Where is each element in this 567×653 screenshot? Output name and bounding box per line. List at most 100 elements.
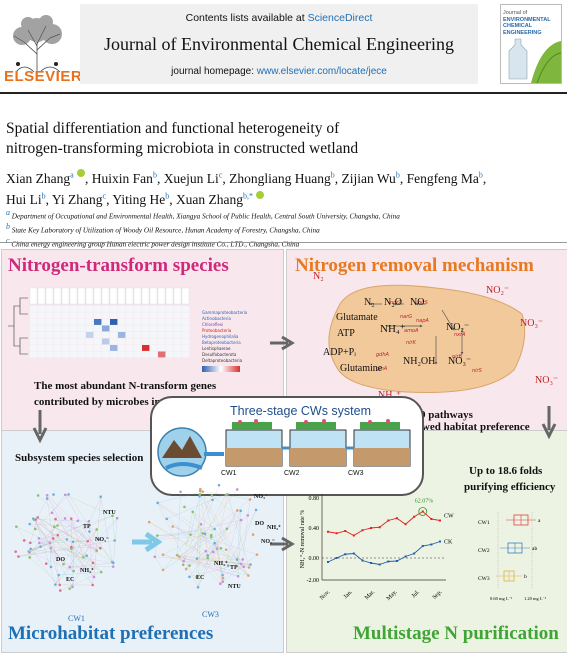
network-edge — [151, 535, 211, 540]
network-node — [222, 577, 225, 580]
author[interactable]: Xuejun Lic, — [164, 171, 226, 186]
network-node — [93, 576, 96, 579]
orcid-icon[interactable] — [256, 191, 264, 199]
heatmap-cell — [158, 313, 165, 319]
network-node — [112, 562, 115, 565]
network-edge — [16, 527, 93, 563]
heatmap-cell — [70, 306, 77, 312]
arrow-down-icon — [541, 404, 557, 440]
heatmap-cell — [174, 319, 181, 325]
network-edge — [227, 511, 241, 529]
sciencedirect-link[interactable]: ScienceDirect — [308, 12, 373, 24]
heatmap-cell — [46, 332, 53, 338]
net-label: NH₄⁺ — [267, 524, 281, 531]
network-diagrams — [6, 472, 278, 612]
cover-title-line: ENGINEERING — [503, 30, 561, 37]
author[interactable]: Zijian Wub, — [341, 171, 403, 186]
heatmap-cell — [174, 313, 181, 319]
svg-text:narG: narG — [400, 314, 412, 320]
network-node — [162, 553, 165, 556]
network-node — [237, 575, 240, 578]
heatmap-column-header — [166, 288, 173, 304]
network-node — [68, 587, 71, 590]
chart-series — [327, 508, 441, 566]
net-label: NH₄⁺ — [80, 567, 94, 574]
network-node — [67, 493, 70, 496]
heatmap-cell — [38, 326, 45, 332]
heatmap-cell — [86, 326, 93, 332]
author[interactable]: Hui Lib, — [6, 192, 49, 207]
network-node — [218, 484, 221, 487]
author[interactable]: Zhongliang Huangb, — [229, 171, 338, 186]
heatmap-cell — [158, 326, 165, 332]
network-node — [224, 494, 227, 497]
svg-text:nirS: nirS — [472, 368, 483, 374]
x-tick-label: May. — [386, 589, 399, 602]
network-node — [255, 509, 258, 512]
network-node — [85, 554, 88, 557]
author[interactable]: Huixin Fanb, — [92, 171, 161, 186]
heatmap-cell — [118, 345, 125, 351]
wetland-tank-cw2 — [290, 430, 346, 466]
network-node — [14, 550, 17, 553]
network-node — [148, 521, 151, 524]
network-node — [204, 532, 207, 535]
network-node — [52, 537, 55, 540]
y-tick-label: 0.00 — [309, 556, 320, 562]
heatmap-cell — [94, 332, 101, 338]
publisher-wordmark[interactable]: ELSEVIER — [4, 68, 74, 85]
network-node — [162, 569, 165, 572]
series-point — [422, 511, 424, 513]
network-node — [17, 555, 20, 558]
heatmap-column-header — [86, 288, 93, 304]
heatmap-cell — [102, 319, 109, 325]
heatmap-cell — [142, 313, 149, 319]
homepage-link[interactable]: www.elsevier.com/locate/jece — [257, 66, 387, 77]
network-node — [59, 589, 62, 592]
orcid-icon[interactable] — [77, 169, 85, 177]
net-label: DO — [56, 557, 65, 563]
author[interactable]: Xuan Zhangb,* — [176, 192, 264, 207]
author[interactable]: Xian Zhanga , — [6, 171, 88, 186]
node-no2-mid: NO₂⁻ — [446, 322, 469, 333]
x-tick-label: Mar. — [364, 589, 376, 601]
box-letter: a — [538, 518, 541, 524]
network-node — [45, 562, 48, 565]
heatmap-cell — [174, 339, 181, 345]
heatmap-legend-item: Actinobacteria — [202, 316, 232, 321]
series-point — [361, 560, 363, 562]
series-point — [405, 523, 407, 525]
heatmap-column-header — [150, 288, 157, 304]
network-label-cw1: CW1 — [68, 614, 85, 623]
heatmap-cell — [110, 306, 117, 312]
author[interactable]: Yiting Heb, — [112, 192, 172, 207]
heatmap-cell — [38, 313, 45, 319]
network-node — [39, 545, 42, 548]
node-no2-top: NO₂⁻ — [486, 285, 509, 296]
heatmap-cell — [70, 326, 77, 332]
author[interactable]: Yi Zhangc, — [52, 192, 110, 207]
heatmap-column-header — [78, 288, 85, 304]
heatmap-cell — [102, 332, 109, 338]
network-node — [165, 517, 168, 520]
heatmap-cell — [174, 345, 181, 351]
network-node — [200, 523, 203, 526]
heatmap-cell — [126, 319, 133, 325]
series-point — [327, 561, 329, 563]
heatmap-cell — [182, 319, 189, 325]
heatmap-legend-item: Gammaproteobacteria — [202, 310, 248, 315]
header-rule — [0, 92, 567, 94]
homepage-line: journal homepage: www.elsevier.com/locat… — [80, 66, 478, 77]
network-node — [249, 563, 252, 566]
heatmap-column-header — [94, 288, 101, 304]
network-node — [36, 516, 39, 519]
affiliation-rule — [0, 242, 567, 243]
network-node — [236, 509, 239, 512]
net-label: NTU — [228, 584, 241, 590]
svg-text:amoA: amoA — [404, 328, 419, 334]
author[interactable]: Fengfeng Mab, — [407, 171, 487, 186]
network-node — [204, 550, 207, 553]
network-node — [72, 541, 75, 544]
heatmap-cell — [54, 339, 61, 345]
